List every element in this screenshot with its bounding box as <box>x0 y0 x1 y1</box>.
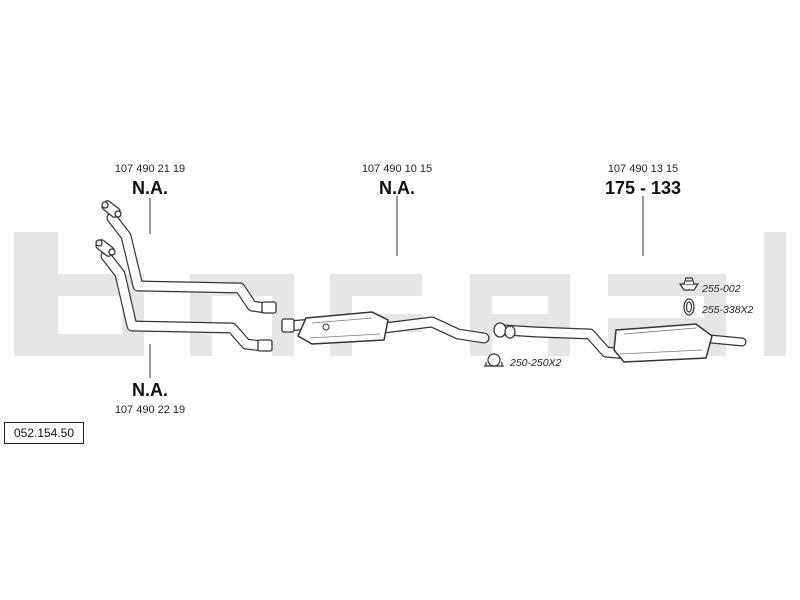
part-number-front-pipe-upper: 107 490 21 19 <box>115 163 185 175</box>
rubber-mount-icon <box>678 277 700 291</box>
leader-lines <box>149 196 644 378</box>
rear-silencer-box <box>493 322 713 363</box>
hardware-code-gasket-ring: 255-338X2 <box>701 304 754 316</box>
hardware-code-rubber-mount: 255-002 <box>701 283 741 295</box>
gasket-ring-icon <box>683 298 695 316</box>
front-pipe-flanges <box>95 200 277 352</box>
part-code-front-pipe-upper: N.A. <box>132 178 168 198</box>
part-code-center-box: N.A. <box>379 178 415 198</box>
front-pipe-lower <box>100 250 268 352</box>
reference-number: 052.154.50 <box>4 422 84 444</box>
hardware-code-pipe-clamp: 250-250X2 <box>509 357 562 369</box>
front-pipe-upper <box>106 212 272 314</box>
pipe-clamp-icon <box>484 353 504 367</box>
center-silencer-box <box>281 311 389 345</box>
part-number-center-box: 107 490 10 15 <box>362 163 432 175</box>
part-number-front-pipe-lower: 107 490 22 19 <box>115 404 185 416</box>
part-code-front-pipe-lower: N.A. <box>132 380 168 400</box>
part-number-rear-box: 107 490 13 15 <box>608 163 678 175</box>
part-code-rear-box: 175 - 133 <box>605 178 681 198</box>
